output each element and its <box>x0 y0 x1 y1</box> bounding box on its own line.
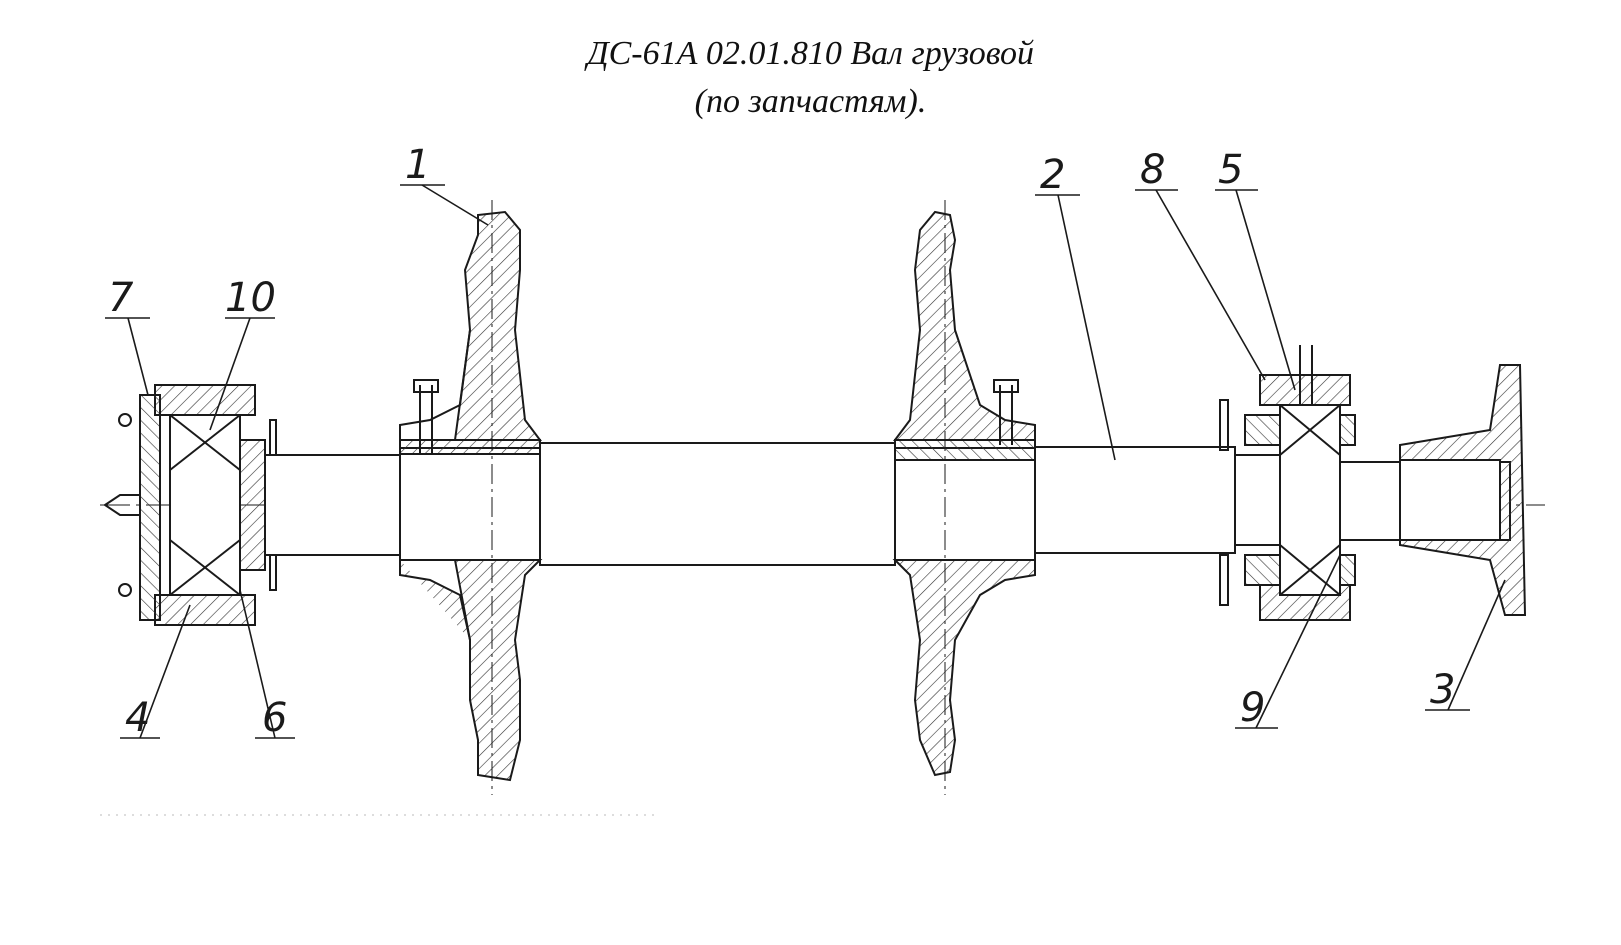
drawing-title-line-2: (по запчастям). <box>694 83 927 120</box>
callout-3: 3 <box>1430 667 1455 713</box>
callout-2: 2 <box>1040 152 1065 198</box>
callout-6: 6 <box>262 695 287 741</box>
sprocket-left <box>399 200 543 795</box>
callout-9: 9 <box>1240 685 1265 731</box>
coupling-flange <box>1399 364 1527 616</box>
callout-labels: 1 2 3 4 5 6 7 8 9 10 <box>108 142 1455 741</box>
callout-10: 10 <box>225 275 276 321</box>
drawing-title: ДС-61А 02.01.810 Вал грузовой (по запчас… <box>0 30 1621 126</box>
drawing-title-line-1: ДС-61А 02.01.810 Вал грузовой <box>586 35 1035 72</box>
callout-4: 4 <box>125 695 150 741</box>
callout-5: 5 <box>1218 147 1243 193</box>
callout-1: 1 <box>405 142 430 188</box>
leader-lines <box>105 184 1506 739</box>
bearing-housing-right <box>1219 345 1356 621</box>
callout-7: 7 <box>108 275 134 321</box>
bearing-housing-left <box>103 384 277 626</box>
sprocket-right <box>892 200 1036 795</box>
callout-8: 8 <box>1140 147 1165 193</box>
